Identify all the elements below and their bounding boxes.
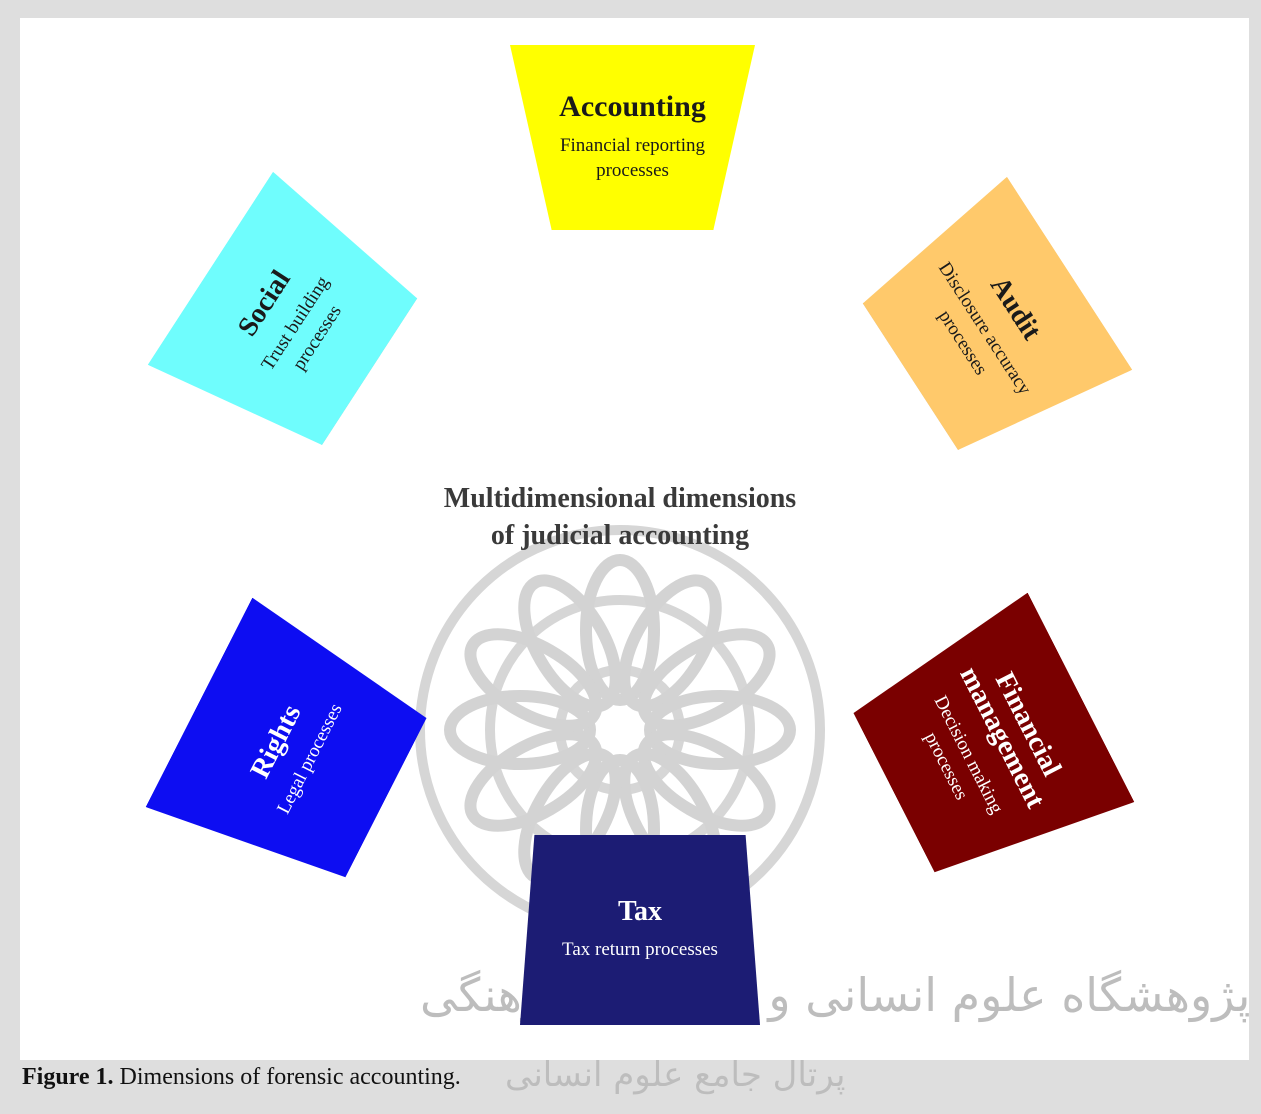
watermark-logo — [360, 500, 880, 1060]
caption-label: Figure 1. — [22, 1064, 114, 1090]
node-accounting-title: Accounting — [559, 90, 706, 124]
caption-text: Dimensions of forensic accounting. — [113, 1064, 461, 1090]
figure-caption: Figure 1. Dimensions of forensic account… — [22, 1064, 461, 1091]
node-tax-subtitle: Tax return processes — [562, 938, 718, 960]
node-accounting-subtitle: Financial reporting processes — [559, 134, 706, 182]
center-label: Multidimensional dimensions of judicial … — [443, 483, 797, 551]
node-tax-title: Tax — [617, 896, 663, 928]
watermark-text-2: پرتال جامع علوم انسانی — [505, 1055, 846, 1095]
